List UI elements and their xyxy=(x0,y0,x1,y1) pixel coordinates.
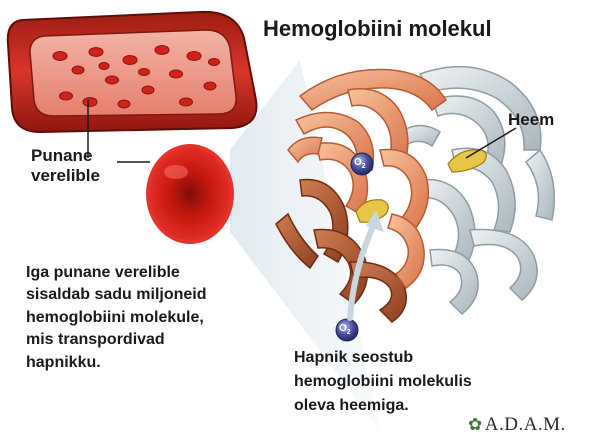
rbc-label-line1: Punane xyxy=(31,146,141,166)
rbc-description-line: mis transpordivad xyxy=(26,329,286,351)
oxygen-binding-description: Hapnik seostub hemoglobiini molekulis ol… xyxy=(294,346,524,418)
heme-label: Heem xyxy=(508,110,554,130)
oxygen-description-line: hemoglobiini molekulis xyxy=(294,370,524,394)
o2-bound-label: O2 xyxy=(354,157,366,170)
diagram-title: Hemoglobiini molekul xyxy=(263,16,492,42)
rbc-description-line: sisaldab sadu miljoneid xyxy=(26,284,286,306)
oxygen-description-line: Hapnik seostub xyxy=(294,346,524,370)
rbc-description-line: Iga punane verelible xyxy=(26,262,286,284)
adam-logo-mark-icon: ✿ xyxy=(468,415,483,434)
blood-vessel xyxy=(8,12,257,132)
red-blood-cell xyxy=(146,144,234,244)
rbc-description: Iga punane verelible sisaldab sadu miljo… xyxy=(26,262,286,374)
rbc-description-line: hemoglobiini molekule, xyxy=(26,307,286,329)
rbc-label: Punane verelible xyxy=(31,146,141,187)
adam-logo-text: A.D.A.M. xyxy=(485,414,566,435)
o2-free-label: O2 xyxy=(339,323,351,336)
rbc-label-line2: verelible xyxy=(31,166,141,186)
rbc-description-line: hapnikku. xyxy=(26,352,286,374)
adam-logo: ✿A.D.A.M. xyxy=(468,414,566,436)
